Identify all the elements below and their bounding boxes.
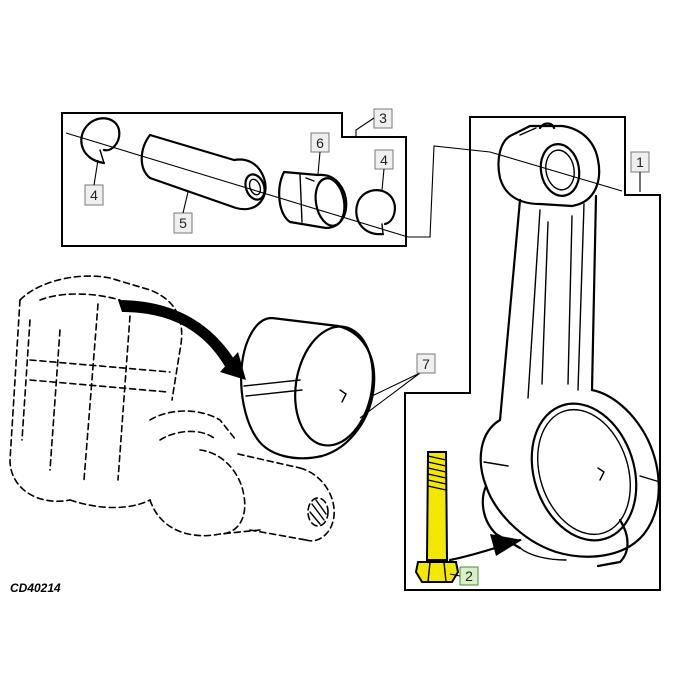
callout-1: 1 (630, 151, 650, 192)
svg-text:6: 6 (316, 135, 324, 151)
snap-ring-left (80, 117, 121, 165)
svg-text:1: 1 (636, 154, 644, 170)
figure-reference-code: CD40214 (10, 581, 61, 595)
connecting-rod (479, 122, 661, 568)
svg-text:4: 4 (380, 152, 388, 168)
pin-axis-line (65, 132, 623, 238)
callout-6: 6 (310, 132, 330, 175)
callout-4-left: 4 (84, 159, 104, 206)
rod-bolt (414, 451, 460, 583)
connecting-rod-detail-frame (404, 116, 661, 591)
svg-text:7: 7 (422, 356, 430, 372)
callout-2: 2 (449, 566, 479, 586)
callout-7-leader (359, 372, 421, 419)
callout-5: 5 (173, 191, 193, 234)
callout-7: 7 (416, 353, 436, 374)
bearing-shell (240, 316, 376, 460)
piston-pin-detail-frame (61, 112, 407, 247)
pin-bushing (278, 170, 348, 230)
svg-text:3: 3 (379, 110, 387, 126)
bolt-insertion-arrow (448, 534, 522, 562)
crankshaft-outline (9, 275, 335, 542)
callout-3: 3 (355, 108, 393, 137)
piston-pin (140, 133, 267, 211)
svg-text:2: 2 (465, 568, 473, 584)
callout-4-right: 4 (374, 149, 394, 191)
svg-text:5: 5 (179, 215, 187, 231)
svg-text:4: 4 (90, 187, 98, 203)
